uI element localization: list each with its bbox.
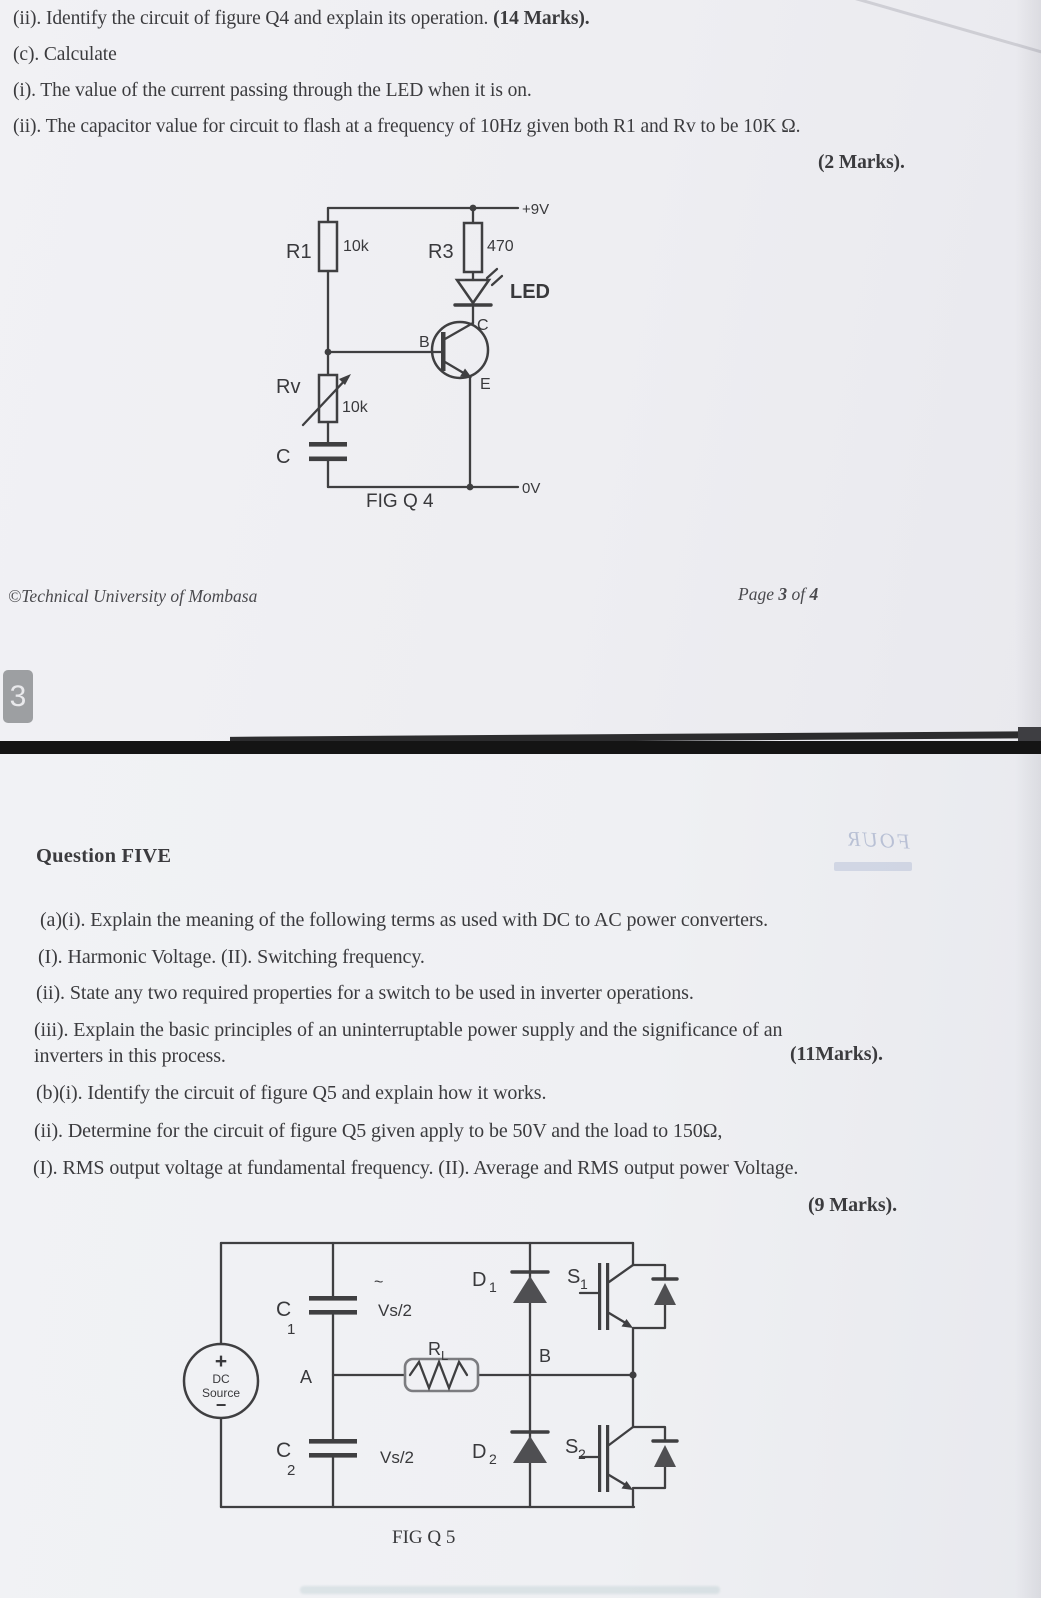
led-symbol [453, 267, 504, 307]
fig4-base-label: B [419, 334, 430, 351]
d1-triangle [513, 1276, 547, 1303]
capacitor-c [309, 442, 347, 462]
fig4-r1-label: R1 [286, 241, 312, 263]
line-b-ii-sub: (I). RMS output voltage at fundamental f… [33, 1157, 799, 1179]
fig5-d2-label: D [472, 1441, 486, 1463]
paper-edge-shadow [1015, 0, 1041, 741]
fig5-c2-sub: 2 [287, 1462, 295, 1479]
scan-smudge [300, 1586, 720, 1594]
d2-triangle [513, 1436, 547, 1463]
question-line-q4-ii: (ii). Identify the circuit of figure Q4 … [13, 8, 590, 30]
igbt-s1 [578, 1241, 679, 1377]
line-b-i: (b)(i). Identify the circuit of figure Q… [36, 1082, 547, 1104]
page-word: Page [738, 584, 779, 604]
line-a-iii-2: inverters in this process. [34, 1045, 226, 1067]
fig5-rl-sub: L [441, 1348, 448, 1363]
fig5-caption: FIG Q 5 [392, 1527, 455, 1548]
question-text: (ii). Identify the circuit of figure Q4 … [13, 8, 489, 29]
fig4-r3-label: R3 [428, 241, 454, 263]
s1-diode-triangle [654, 1283, 676, 1305]
fig4-vcc-label: +9V [522, 201, 549, 218]
fig5-vs-top-label: Vs/2 [378, 1301, 412, 1320]
fig4-rv-value: 10k [342, 399, 369, 416]
fig-q5-circuit: + DC Source − [182, 1241, 679, 1548]
marks-14: (14 Marks). [488, 8, 590, 29]
s2-diode-triangle [654, 1445, 676, 1467]
paper-crease [844, 0, 1041, 61]
fig4-led-label: LED [510, 281, 550, 303]
fig5-s2-sub: 2 [578, 1446, 586, 1462]
c1-plate-top [309, 1296, 357, 1301]
fig5-s2-label: S [565, 1436, 578, 1458]
marks-11: (11Marks). [790, 1043, 883, 1065]
of-word: of [787, 584, 810, 604]
question-line-c-ii: (ii). The capacitor value for circuit to… [13, 116, 801, 137]
transistor-symbol [430, 320, 490, 380]
fig5-c1-sub: 1 [287, 1321, 295, 1338]
fig4-r3-value: 470 [487, 238, 514, 255]
fig4-collector-label: C [477, 317, 489, 334]
page-edge-notch [1018, 727, 1041, 743]
c2-plate-bottom [309, 1453, 357, 1458]
question-line-c-i: (i). The value of the current passing th… [13, 80, 532, 101]
s2-diode-loop [631, 1425, 667, 1490]
page-number-footer: Page 3 of 4 [738, 584, 818, 605]
fig5-d1-sub: 1 [489, 1279, 497, 1295]
dc-source-name-1: DC [212, 1372, 230, 1386]
fig5-d2-sub: 2 [489, 1451, 497, 1467]
fig5-c2-label: C [276, 1439, 291, 1462]
fig4-r1-value: 10k [343, 238, 370, 255]
copyright-footer: ©Technical University of Mombasa [8, 586, 258, 606]
dc-source-name-2: Source [202, 1386, 240, 1400]
igbt-s2 [578, 1373, 679, 1509]
fig5-node-a-label: A [300, 1367, 312, 1387]
fig4-ground-label: 0V [522, 480, 540, 497]
load-resistor-rl [403, 1357, 480, 1393]
s1-diode-loop [631, 1263, 667, 1330]
dc-source-plus: + [215, 1350, 227, 1373]
line-a-iii-1: (iii). Explain the basic principles of a… [34, 1019, 783, 1041]
page-current: 3 [778, 584, 788, 604]
c2-plate-top [309, 1439, 357, 1444]
resistor-r3 [462, 221, 484, 274]
fig5-rails [219, 1241, 636, 1509]
fig-q4-circuit: +9V R1 10k R3 470 LED B C E Rv 10k C 0V … [276, 201, 550, 512]
line-b-ii: (ii). Determine for the circuit of figur… [34, 1120, 723, 1142]
fig4-capacitor-label: C [276, 446, 290, 468]
resistor-r1 [317, 220, 339, 273]
fig5-vs-bottom-label: Vs/2 [380, 1448, 414, 1467]
junction-dots [324, 204, 477, 491]
variable-resistor-rv [301, 373, 351, 427]
fig4-caption: FIG Q 4 [366, 491, 434, 512]
fig4-rv-label: Rv [276, 376, 300, 398]
fig5-s1-sub: 1 [580, 1276, 588, 1292]
marks-9: (9 Marks). [808, 1194, 897, 1216]
marks-2: (2 Marks). [818, 152, 905, 173]
bleedthrough-mark [834, 862, 912, 871]
paper-edge-shadow [1015, 754, 1041, 1598]
capacitor-column [309, 1241, 357, 1509]
dc-source-minus: − [216, 1395, 227, 1415]
c1-plate-bottom [309, 1310, 357, 1315]
question-line-c: (c). Calculate [13, 44, 117, 65]
output-wire [331, 1371, 637, 1379]
fig5-d1-label: D [472, 1269, 486, 1291]
line-terms: (I). Harmonic Voltage. (II). Switching f… [38, 946, 425, 968]
diode-column [510, 1241, 550, 1509]
fig5-tilde-mark: ~ [374, 1274, 383, 1291]
page-total: 4 [809, 584, 819, 604]
fig5-node-b-label: B [539, 1346, 551, 1366]
page-3-badge[interactable]: 3 [3, 670, 33, 723]
page-separator-band [0, 741, 1041, 754]
fig5-c1-label: C [276, 1298, 291, 1321]
fig4-emitter-label: E [480, 376, 491, 393]
question-five-heading: Question FIVE [36, 845, 172, 867]
dc-source-symbol: + DC Source − [182, 1342, 260, 1420]
fig5-rl-label: R [428, 1339, 441, 1359]
exam-page-3: (ii). Identify the circuit of figure Q4 … [0, 0, 1041, 741]
bleedthrough-handwriting: FOUR [845, 826, 911, 854]
line-a-ii: (ii). State any two required properties … [36, 982, 694, 1004]
fig5-s1-label: S [567, 1266, 580, 1288]
line-a-i: (a)(i). Explain the meaning of the follo… [40, 909, 769, 931]
